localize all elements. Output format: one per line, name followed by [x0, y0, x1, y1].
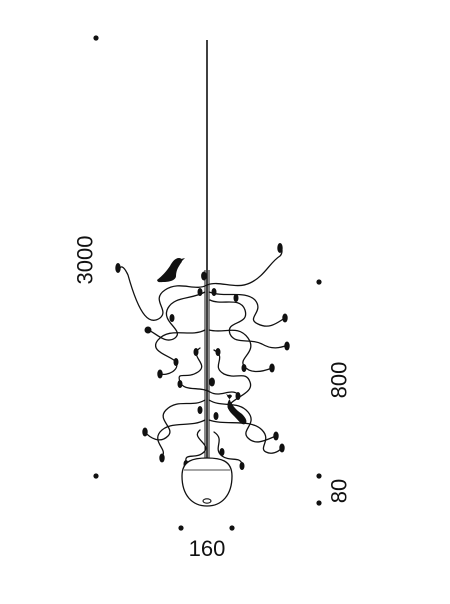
drop [269, 363, 275, 373]
crystal-drops [115, 243, 290, 470]
drop [197, 288, 203, 296]
drop [169, 314, 175, 322]
dimension-overall-height: 3000 [73, 236, 98, 285]
drop [277, 243, 283, 253]
branch-upper-left [117, 266, 208, 321]
branch-upper-twist [209, 299, 289, 349]
drop [193, 348, 199, 356]
marker-dot-right-bottom [316, 500, 322, 506]
branch-mid-right [208, 329, 273, 373]
drop [211, 288, 217, 296]
drop [282, 313, 288, 323]
drop [142, 427, 148, 437]
shade [181, 457, 233, 507]
marker-dot-width-left [178, 525, 184, 531]
drop [273, 431, 279, 441]
drop [213, 412, 219, 420]
drop [157, 369, 163, 379]
drop [115, 263, 121, 273]
marker-dot-top [93, 35, 99, 41]
bird-upper-icon [157, 258, 185, 283]
marker-dot-left-bottom [93, 473, 99, 479]
bird-lower-icon [226, 394, 247, 425]
drop [239, 462, 245, 470]
drop [201, 271, 207, 281]
branch-upper-loop-right [208, 291, 286, 327]
branch-bottom-left [157, 419, 206, 457]
drop [209, 377, 215, 387]
drop [241, 364, 247, 372]
drop [219, 448, 225, 456]
marker-dot-right-top [316, 279, 322, 285]
drop [173, 358, 179, 366]
marker-dot-width-right [229, 525, 235, 531]
dimension-markers [93, 35, 322, 531]
dimension-shade-width: 160 [189, 536, 226, 561]
branch-upper-right [206, 243, 283, 287]
drop [144, 326, 152, 334]
drop [215, 348, 221, 356]
drop [197, 406, 203, 414]
drop [159, 453, 165, 463]
branch-mid-left [155, 329, 206, 376]
drop [279, 443, 285, 453]
dimension-shade-height: 80 [327, 479, 352, 503]
branch-mid-tangle-2 [213, 349, 252, 405]
branch-lower-left [144, 399, 206, 441]
drop [284, 341, 290, 351]
marker-dot-right-mid [316, 473, 322, 479]
branch-bottom-right [208, 419, 283, 454]
drop [233, 294, 239, 302]
shade-bottom-cap [202, 498, 212, 504]
drop [235, 392, 241, 400]
drop [177, 380, 183, 388]
dimension-fixture-height: 800 [327, 362, 352, 399]
